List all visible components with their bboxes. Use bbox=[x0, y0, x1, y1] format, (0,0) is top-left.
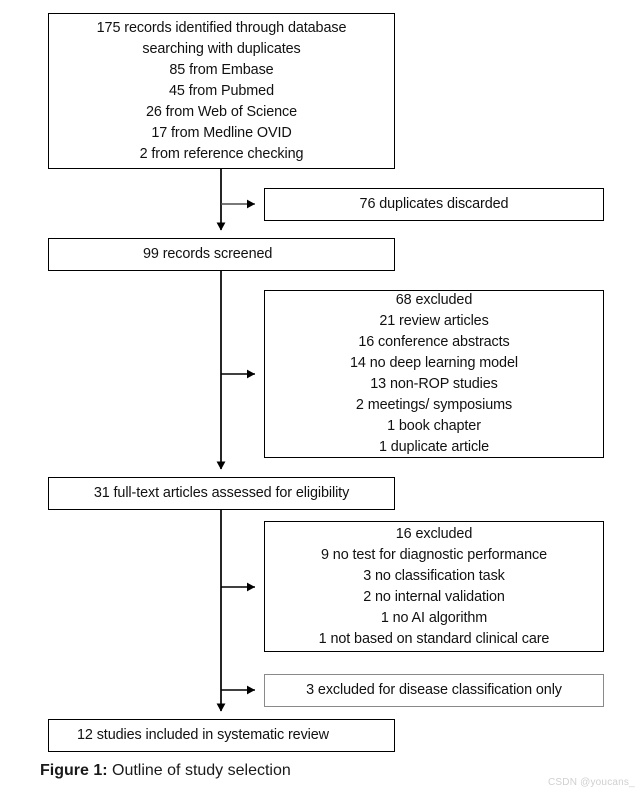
records-identified-line-1: 175 records identified through database bbox=[96, 19, 347, 36]
excluded-screening-line-6: 2 meetings/ symposiums bbox=[355, 397, 513, 413]
excluded-disease-classification-box: 3 excluded for disease classification on… bbox=[264, 674, 604, 707]
excluded-screening-line-3: 16 conference abstracts bbox=[358, 334, 510, 350]
excluded-screening-line-7: 1 book chapter bbox=[387, 418, 481, 434]
records-screened-box: 99 records screened bbox=[48, 238, 395, 271]
excluded-screening-line-2: 21 review articles bbox=[379, 313, 489, 329]
records-identified-line-2: searching with duplicates bbox=[142, 40, 301, 57]
duplicates-discarded-label: 76 duplicates discarded bbox=[359, 196, 509, 212]
figure-caption: Figure 1: Outline of study selection bbox=[40, 760, 291, 782]
excluded-eligibility-line-4: 2 no internal validation bbox=[363, 588, 505, 605]
records-identified-line-4: 45 from Pubmed bbox=[169, 82, 274, 99]
excluded-screening-line-4: 14 no deep learning model bbox=[350, 355, 518, 371]
excluded-eligibility-line-3: 3 no classification task bbox=[363, 567, 505, 584]
excluded-at-screening-box: 68 excluded 21 review articles 16 confer… bbox=[264, 290, 604, 458]
records-identified-box: 175 records identified through database … bbox=[48, 13, 395, 169]
excluded-screening-line-1: 68 excluded bbox=[395, 292, 473, 308]
excluded-eligibility-line-2: 9 no test for diagnostic performance bbox=[321, 546, 547, 563]
fulltext-assessed-label: 31 full-text articles assessed for eligi… bbox=[93, 485, 350, 501]
figure-caption-label: Figure 1: bbox=[40, 762, 108, 779]
fulltext-assessed-box: 31 full-text articles assessed for eligi… bbox=[48, 477, 395, 510]
studies-included-box: 12 studies included in systematic review bbox=[48, 719, 395, 752]
studies-included-label: 12 studies included in systematic review bbox=[77, 727, 329, 743]
records-identified-line-3: 85 from Embase bbox=[169, 61, 274, 78]
records-identified-line-5: 26 from Web of Science bbox=[145, 103, 298, 120]
duplicates-discarded-box: 76 duplicates discarded bbox=[264, 188, 604, 221]
excluded-eligibility-line-6: 1 not based on standard clinical care bbox=[318, 630, 550, 647]
excluded-screening-line-8: 1 duplicate article bbox=[378, 439, 490, 455]
records-screened-label: 99 records screened bbox=[143, 246, 273, 262]
excluded-at-eligibility-box: 16 excluded 9 no test for diagnostic per… bbox=[264, 521, 604, 652]
figure-caption-text: Outline of study selection bbox=[107, 762, 291, 779]
excluded-disease-classification-label: 3 excluded for disease classification on… bbox=[306, 682, 562, 698]
watermark: CSDN @youcans_ bbox=[548, 777, 635, 788]
excluded-screening-line-5: 13 non-ROP studies bbox=[370, 376, 498, 392]
records-identified-line-6: 17 from Medline OVID bbox=[151, 124, 292, 141]
excluded-eligibility-line-5: 1 no AI algorithm bbox=[380, 609, 488, 626]
excluded-eligibility-line-1: 16 excluded bbox=[395, 525, 473, 542]
records-identified-line-7: 2 from reference checking bbox=[139, 145, 304, 162]
